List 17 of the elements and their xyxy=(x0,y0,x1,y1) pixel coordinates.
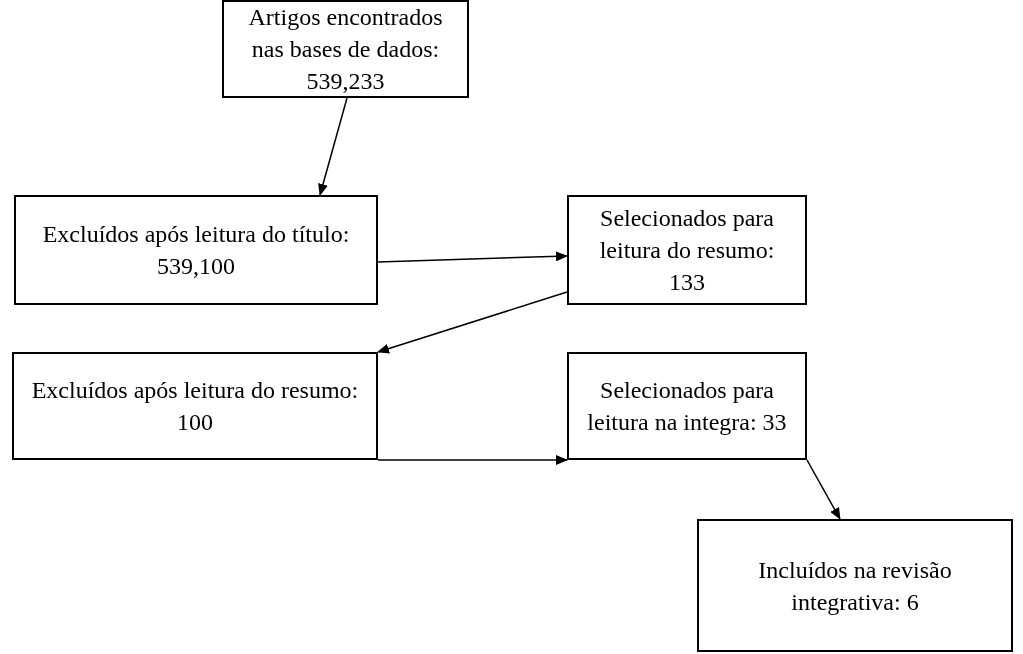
box-text: Excluídos após leitura do título: 539,100 xyxy=(41,220,351,281)
box-text: Excluídos após leitura do resumo: 100 xyxy=(30,376,360,437)
box-text: Selecionados para leitura do resumo: 133 xyxy=(598,204,776,297)
box-text: Artigos encontrados nas bases de dados: 539,233 xyxy=(247,3,444,96)
process-box xyxy=(697,519,1013,652)
process-box xyxy=(567,352,807,460)
arrow xyxy=(806,459,841,520)
arrow xyxy=(377,251,568,263)
process-box xyxy=(14,195,378,305)
arrow xyxy=(318,97,348,196)
arrow xyxy=(377,455,568,465)
process-box xyxy=(222,0,469,98)
process-box xyxy=(12,352,378,460)
arrow xyxy=(377,291,568,354)
box-text: Selecionados para leitura na integra: 33 xyxy=(586,376,788,437)
box-text: Incluídos na revisão integrativa: 6 xyxy=(757,555,953,617)
process-box xyxy=(567,195,807,305)
